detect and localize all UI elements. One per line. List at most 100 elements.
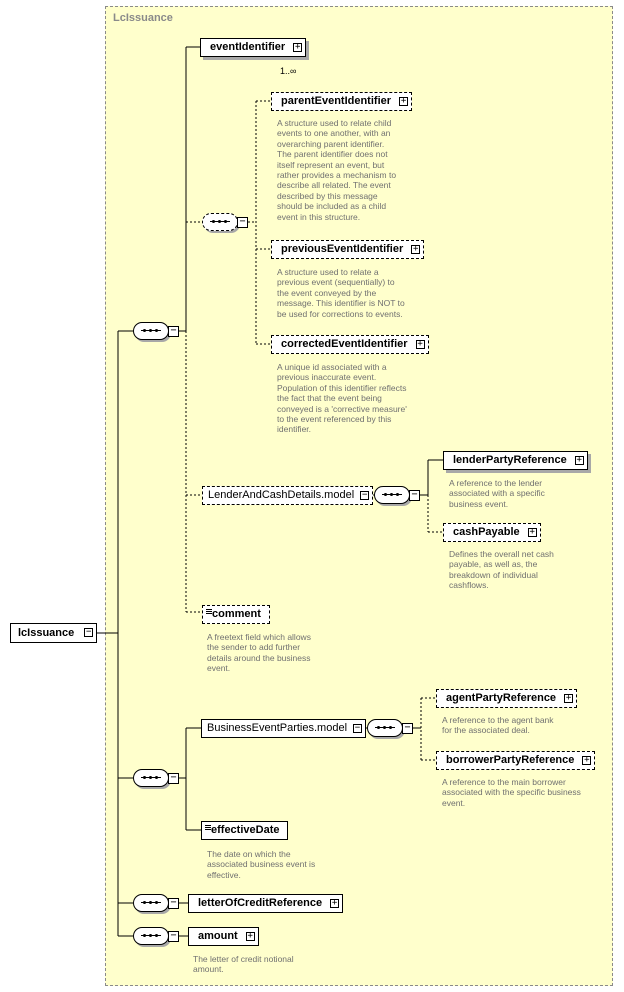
doc-line: identifier. <box>277 424 312 435</box>
element-borrowerPartyReference[interactable]: borrowerPartyReference + <box>436 751 596 770</box>
element-label: borrowerPartyReference <box>446 754 575 766</box>
doc-borrowerPartyReference: A reference to the main borrower associa… <box>442 777 581 808</box>
doc-line: describe all related. The event <box>277 180 391 191</box>
sequence-compositor-icon <box>202 213 238 231</box>
simple-content-icon <box>206 609 212 615</box>
expand-icon[interactable]: + <box>411 243 421 254</box>
doc-line: business event. <box>449 498 509 509</box>
expand-icon[interactable]: + <box>293 41 303 52</box>
group-label: LenderAndCashDetails.model <box>208 489 355 501</box>
element-label: letterOfCreditReference <box>198 897 323 909</box>
collapse-icon[interactable]: − <box>168 931 179 942</box>
collapse-icon[interactable]: − <box>168 773 179 784</box>
element-parentEventIdentifier[interactable]: parentEventIdentifier + <box>271 92 413 111</box>
doc-previousEventIdentifier: A structure used to relate a previous ev… <box>277 267 405 319</box>
element-label: eventIdentifier <box>210 41 286 53</box>
doc-line: described by this message <box>277 190 378 201</box>
doc-line: A freetext field which allows <box>207 632 311 642</box>
doc-parentEventIdentifier: A structure used to relate child events … <box>277 118 396 222</box>
element-label: parentEventIdentifier <box>281 95 392 107</box>
doc-line: payable, as well as, the <box>449 559 538 570</box>
element-previousEventIdentifier[interactable]: previousEventIdentifier + <box>271 240 425 259</box>
doc-lenderPartyReference: A reference to the lender associated wit… <box>449 478 545 509</box>
doc-line: amount. <box>193 964 224 975</box>
element-cashPayable[interactable]: cashPayable + <box>443 523 541 542</box>
doc-line: effective. <box>207 869 241 880</box>
element-lenderPartyReference[interactable]: lenderPartyReference + <box>443 451 588 470</box>
collapse-icon[interactable]: − <box>360 489 370 500</box>
root-element-lcIssuance[interactable]: lcIssuance − <box>10 623 98 643</box>
sequence-compositor-icon <box>367 719 403 737</box>
doc-line: event. <box>207 663 231 674</box>
doc-line: associated business event is <box>207 859 316 870</box>
expand-icon[interactable]: + <box>564 692 574 703</box>
doc-cashPayable: Defines the overall net cash payable, as… <box>449 549 554 591</box>
doc-amount: The letter of credit notional amount. <box>193 954 294 975</box>
sequence-compositor-icon <box>133 322 169 340</box>
sequence-compositor-icon <box>133 927 169 945</box>
expand-icon[interactable]: + <box>582 754 592 765</box>
element-label: cashPayable <box>453 526 520 538</box>
element-amount[interactable]: amount + <box>188 927 259 946</box>
doc-correctedEventIdentifier: A unique id associated with a previous i… <box>277 362 407 435</box>
collapse-icon[interactable]: − <box>237 217 248 228</box>
collapse-icon[interactable]: − <box>402 723 413 734</box>
group-label: BusinessEventParties.model <box>207 722 348 734</box>
doc-line: to the event referenced by this <box>277 414 392 425</box>
expand-icon[interactable]: + <box>527 526 537 537</box>
expand-icon[interactable]: + <box>399 95 409 106</box>
group-BusinessEventParties[interactable]: BusinessEventParties.model − <box>201 719 367 738</box>
element-comment[interactable]: comment <box>202 605 270 624</box>
doc-line: conveyed is a 'corrective measure' <box>277 403 407 414</box>
doc-line: be used for corrections to events. <box>277 308 403 319</box>
group-LenderAndCashDetails[interactable]: LenderAndCashDetails.model − <box>202 486 374 505</box>
doc-line: message. This identifier is NOT to <box>277 298 405 309</box>
doc-line: details around the business <box>207 652 311 663</box>
doc-line: A reference to the agent bank <box>442 715 554 725</box>
sequence-compositor-icon <box>133 894 169 912</box>
doc-line: The parent identifier does not <box>277 149 388 160</box>
collapse-icon[interactable]: − <box>353 722 363 733</box>
element-label: lenderPartyReference <box>453 454 567 466</box>
type-group-title: LcIssuance <box>113 12 173 24</box>
doc-comment: A freetext field which allows the sender… <box>207 632 311 674</box>
doc-line: previous event (sequentially) to <box>277 277 395 288</box>
doc-line: event in this structure. <box>277 211 361 222</box>
doc-line: The date on which the <box>207 849 291 859</box>
element-label: comment <box>212 608 261 620</box>
doc-line: rather provides a mechanism to <box>277 170 397 181</box>
collapse-icon[interactable]: − <box>168 898 179 909</box>
element-agentPartyReference[interactable]: agentPartyReference + <box>436 689 578 708</box>
collapse-icon[interactable]: − <box>409 490 420 501</box>
expand-icon[interactable]: + <box>245 930 255 941</box>
doc-line: should be included as a child <box>277 201 387 212</box>
element-letterOfCreditReference[interactable]: letterOfCreditReference + <box>188 894 344 913</box>
sequence-compositor-icon <box>374 486 410 504</box>
element-correctedEventIdentifier[interactable]: correctedEventIdentifier + <box>271 335 429 354</box>
root-element-label: lcIssuance <box>18 627 75 639</box>
expand-icon[interactable]: + <box>574 454 584 465</box>
doc-line: the event conveyed by the <box>277 287 377 298</box>
doc-line: overarching parent identifier. <box>277 138 385 149</box>
collapse-icon[interactable]: − <box>84 627 94 637</box>
doc-line: breakdown of individual <box>449 569 538 580</box>
doc-line: events to one another, with an <box>277 128 391 139</box>
doc-line: The letter of credit notional <box>193 954 294 964</box>
doc-line: A structure used to relate child <box>277 118 392 128</box>
collapse-icon[interactable]: − <box>168 326 179 337</box>
doc-agentPartyReference: A reference to the agent bank for the as… <box>442 715 554 736</box>
doc-line: cashflows. <box>449 580 489 591</box>
doc-line: A reference to the main borrower <box>442 777 566 787</box>
simple-content-icon <box>205 825 211 831</box>
doc-line: associated with a specific <box>449 488 545 499</box>
expand-icon[interactable]: + <box>330 897 340 908</box>
doc-line: A unique id associated with a <box>277 362 387 372</box>
element-effectiveDate[interactable]: effectiveDate <box>201 821 289 840</box>
doc-line: itself represent an event, but <box>277 159 385 170</box>
expand-icon[interactable]: + <box>415 338 425 349</box>
element-label: correctedEventIdentifier <box>281 338 408 350</box>
element-label: previousEventIdentifier <box>281 243 404 255</box>
element-eventIdentifier[interactable]: eventIdentifier + <box>200 38 307 57</box>
doc-line: associated with the specific business <box>442 787 581 798</box>
